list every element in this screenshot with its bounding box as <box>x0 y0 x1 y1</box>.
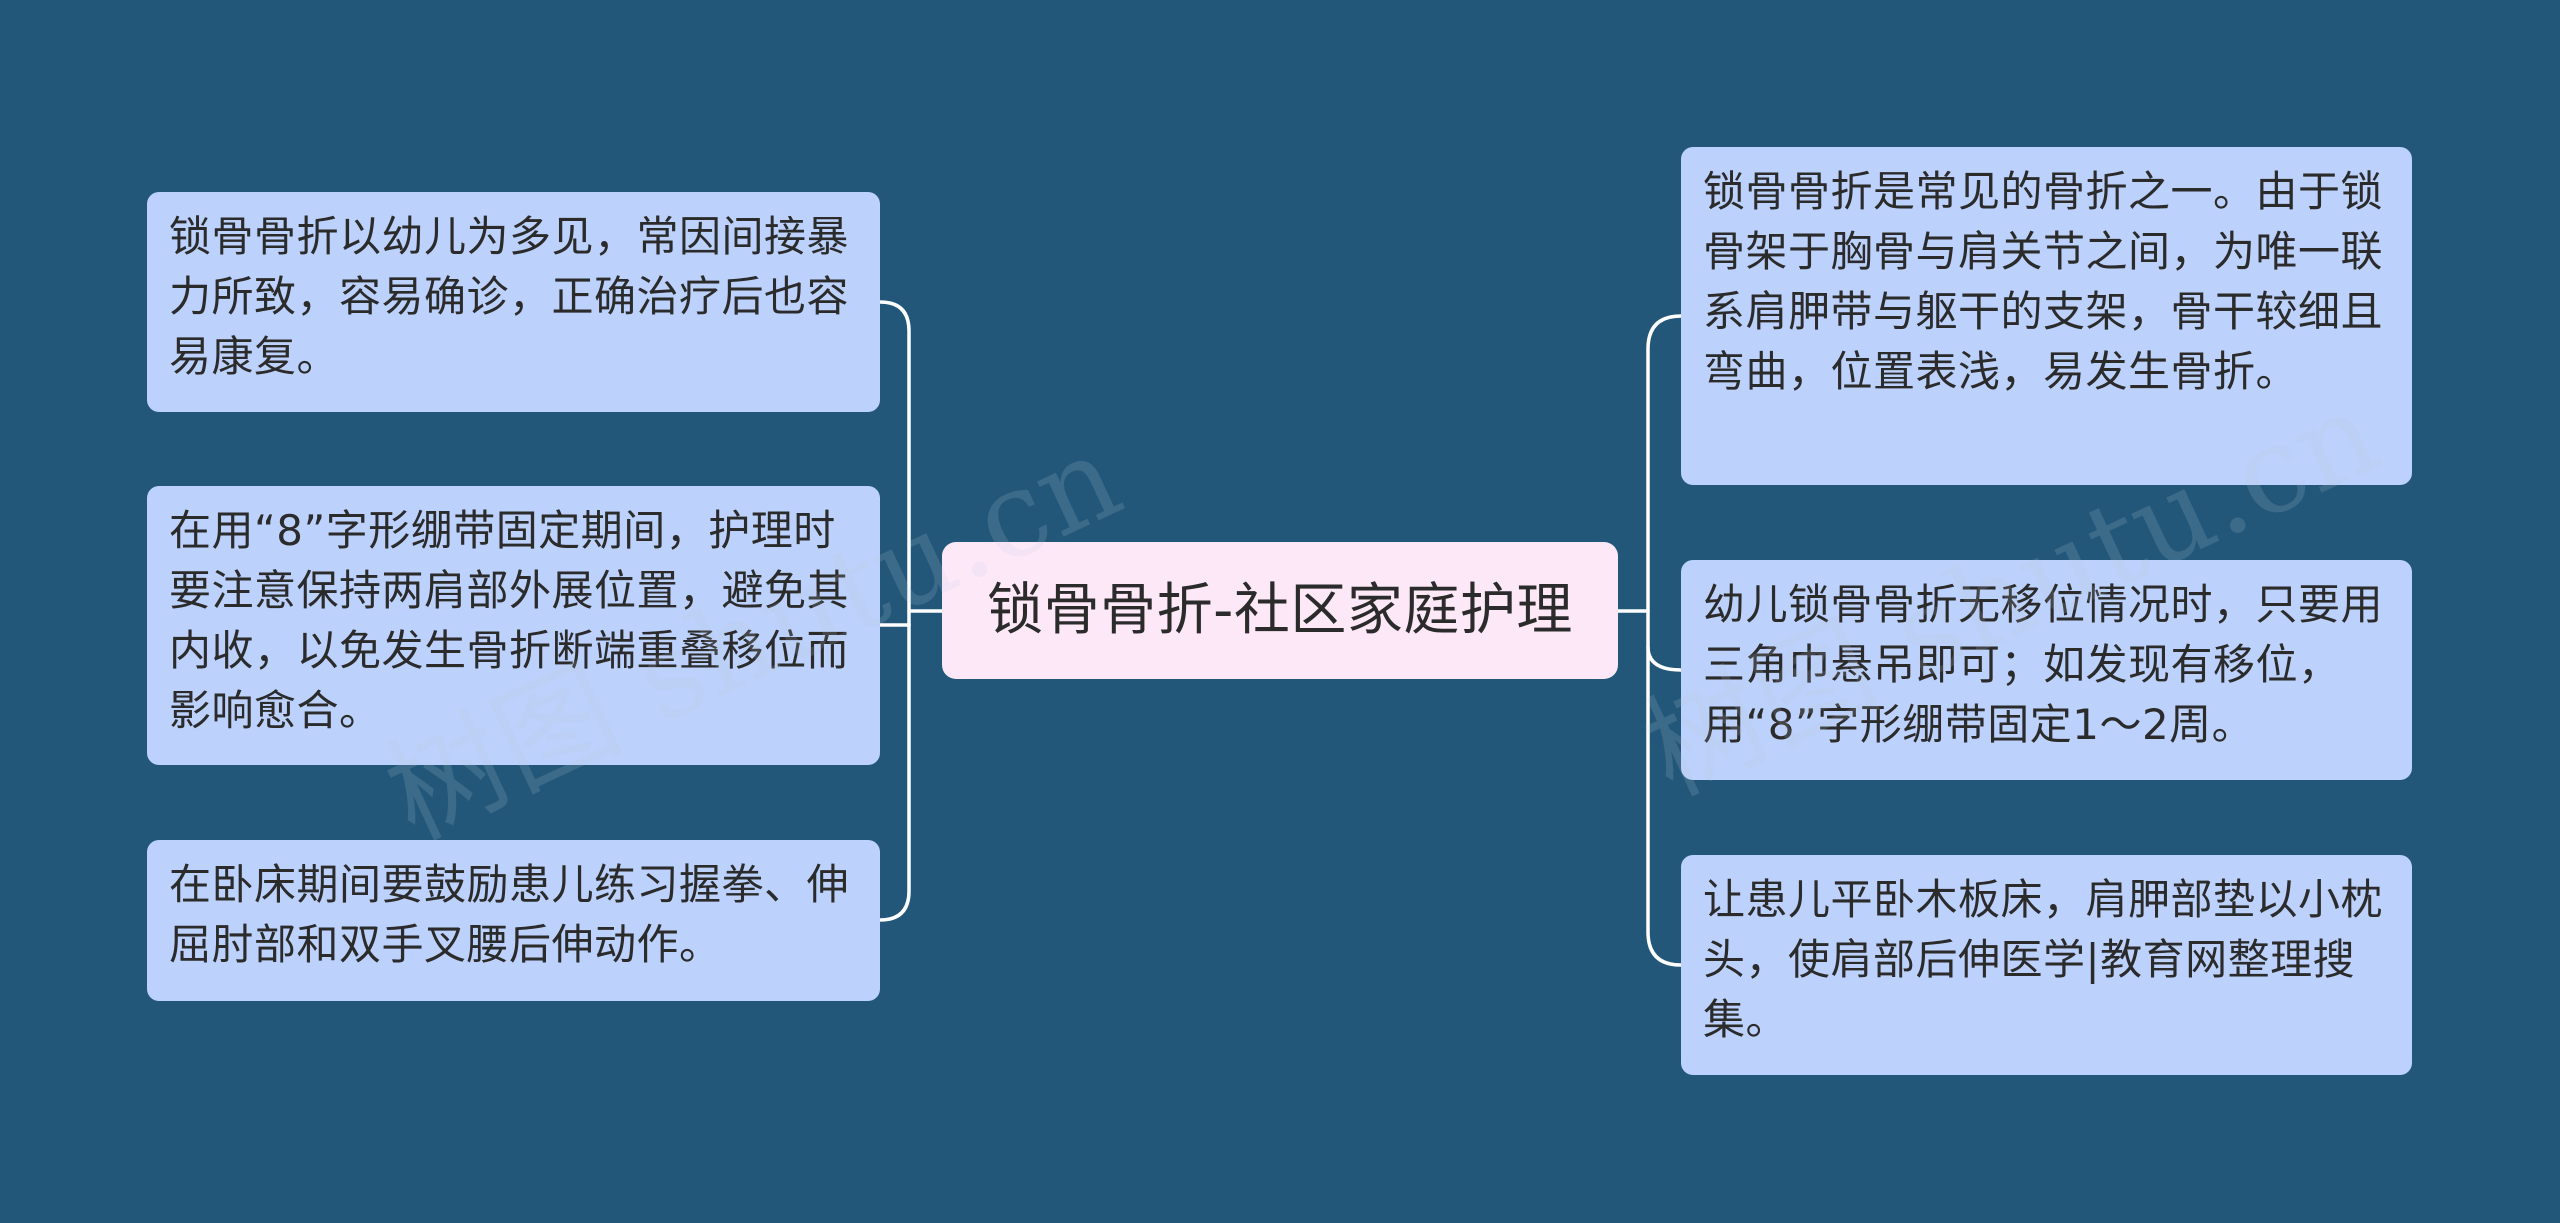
topic-left-2[interactable]: 在用“8”字形绷带固定期间，护理时要注意保持两肩部外展位置，避免其内收，以免发生… <box>147 486 880 765</box>
connector-right-trunk <box>1646 314 1683 967</box>
topic-left-3[interactable]: 在卧床期间要鼓励患儿练习握拳、伸屈肘部和双手叉腰后伸动作。 <box>147 840 880 1001</box>
topic-right-1[interactable]: 锁骨骨折是常见的骨折之一。由于锁骨架于胸骨与肩关节之间，为唯一联系肩胛带与躯干的… <box>1681 147 2412 485</box>
topic-right-3[interactable]: 让患儿平卧木板床，肩胛部垫以小枕头，使肩部后伸医学|教育网整理搜集。 <box>1681 855 2412 1075</box>
central-topic[interactable]: 锁骨骨折-社区家庭护理 <box>942 542 1618 679</box>
connector-right-middle <box>1646 645 1683 672</box>
topic-right-2[interactable]: 幼儿锁骨骨折无移位情况时，只要用三角巾悬吊即可；如发现有移位，用“8”字形绷带固… <box>1681 560 2412 780</box>
connector-left-trunk <box>878 300 911 922</box>
topic-left-1[interactable]: 锁骨骨折以幼儿为多见，常因间接暴力所致，容易确诊，正确治疗后也容易康复。 <box>147 192 880 412</box>
